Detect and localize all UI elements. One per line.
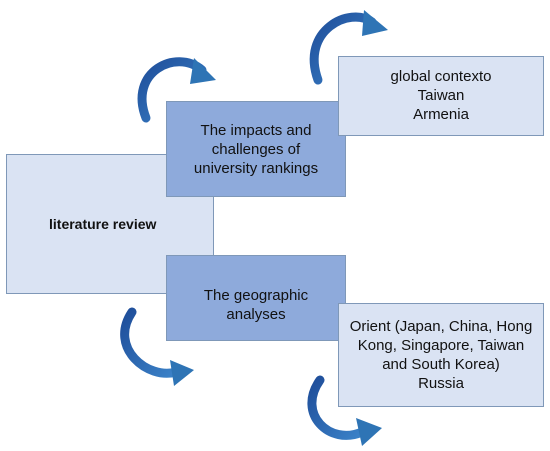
armenia-line: Armenia: [413, 106, 469, 123]
russia-line: Russia: [418, 375, 464, 392]
curved-arrow-icon-3: [120, 307, 194, 386]
impacts-line-2: challenges of: [211, 140, 301, 158]
global-context-box: global contexto Taiwan Armenia: [338, 56, 544, 136]
curved-arrow-icon-4: [307, 375, 382, 446]
global-context-line: global contexto: [390, 68, 492, 85]
impacts-challenges-box: The impacts and challenges of university…: [166, 101, 346, 197]
impacts-line-3: university rankings: [193, 159, 319, 177]
geographic-line-1: The geographic: [203, 287, 309, 304]
orient-russia-box: Orient (Japan, China, Hong Kong, Singapo…: [338, 303, 544, 407]
geographic-analyses-box: The geographic analyses: [166, 255, 346, 341]
geographic-line-2: analyses: [226, 306, 286, 323]
curved-arrow-icon-1: [137, 57, 216, 123]
taiwan-line: Taiwan: [417, 87, 465, 104]
orient-line-3: and South Korea): [382, 356, 500, 373]
orient-line-1: Orient (Japan, China, Hong: [349, 318, 533, 335]
orient-line-2: Kong, Singapore, Taiwan: [357, 337, 525, 354]
literature-review-label: literature review: [49, 215, 157, 232]
curved-arrow-icon-2: [309, 10, 388, 85]
impacts-line-1: The impacts and: [200, 121, 312, 139]
